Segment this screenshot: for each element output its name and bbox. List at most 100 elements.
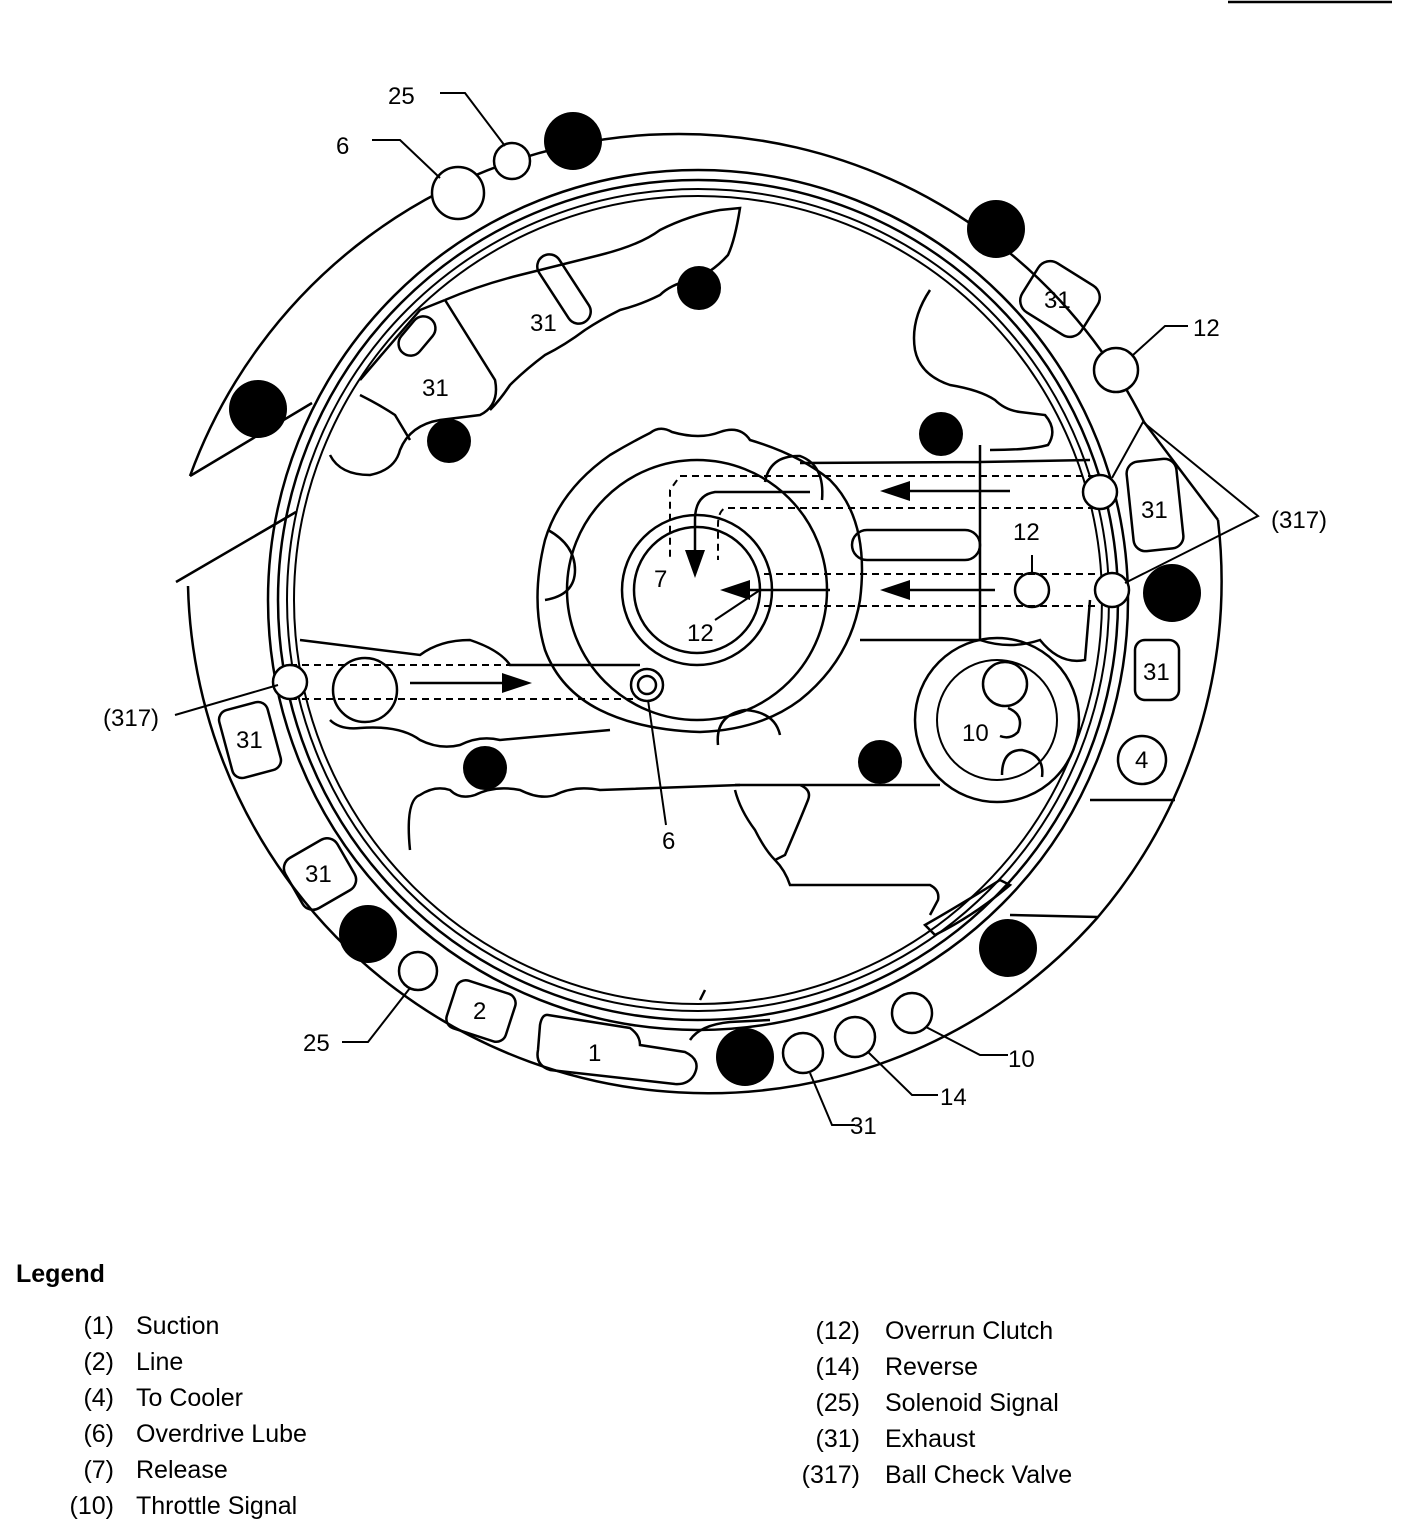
label-31-lower-left-slot: 31 [305, 861, 332, 888]
leader-10-bottom [925, 1026, 1008, 1056]
bolt-hole-small [463, 746, 507, 790]
slot-center-right [850, 528, 982, 562]
slot-31-right [1125, 457, 1185, 553]
label-14-bottom: 14 [940, 1084, 967, 1111]
boss-notch-bottom [716, 708, 782, 746]
legend-description: To Cooler [136, 1384, 243, 1412]
bolt-hole-small [677, 266, 721, 310]
bolt-hole [544, 112, 602, 170]
label-25-bottom: 25 [303, 1030, 330, 1057]
label-25-top: 25 [388, 83, 415, 110]
bolt-hole-small [919, 412, 963, 456]
label-31-top-right-slot: 31 [1044, 287, 1071, 314]
label-317-left: (317) [103, 705, 159, 732]
legend-number: (12) [815, 1317, 860, 1345]
legend-item: (12) Overrun Clutch [790, 1313, 1072, 1349]
pump-body-diagram: 25 6 31 31 31 12 (317) 31 12 7 12 31 (31… [103, 0, 1392, 1140]
label-317-right: (317) [1271, 507, 1327, 534]
legend-description: Exhaust [885, 1425, 976, 1453]
label-1-slot: 1 [588, 1040, 601, 1067]
legend-description: Reverse [885, 1353, 979, 1381]
channel-31-upper-left [359, 298, 446, 441]
label-31-right-slot: 31 [1141, 497, 1168, 524]
port-4-right [1116, 734, 1168, 786]
body-flat-left-upper [189, 401, 313, 478]
legend-item: (317) Ball Check Valve [790, 1457, 1073, 1493]
throttle-chamber-inner [936, 659, 1058, 781]
label-31-upper-left: 31 [422, 375, 449, 402]
bottom-gap [688, 989, 771, 1041]
flow-arrow-curve [693, 490, 810, 555]
legend-number: (31) [815, 1425, 860, 1453]
valve-317-right-lower [1093, 571, 1131, 609]
port-14-bottom [833, 1015, 877, 1059]
label-6-bottom: 6 [662, 828, 675, 855]
throttle-chamber-outer [913, 636, 1081, 804]
legend-item: (25)Solenoid Signal [790, 1385, 1072, 1421]
label-7-center: 7 [654, 566, 667, 593]
channel-lower-right [733, 783, 940, 916]
slot-31-right-lower [1133, 638, 1181, 702]
legend-number: (14) [815, 1353, 860, 1381]
port-10-bottom [890, 991, 934, 1035]
legend-item: (14) Reverse [790, 1349, 1072, 1385]
legend-description: Solenoid Signal [885, 1389, 1059, 1417]
flow-arrow-head [880, 481, 910, 501]
flow-path-left [290, 664, 640, 700]
bolt-hole-small [858, 740, 902, 784]
legend-item: (7)Release [60, 1452, 307, 1488]
label-6-top: 6 [336, 133, 349, 160]
port-6-center-inner [636, 674, 658, 696]
port-12-right [1092, 346, 1140, 394]
leader-317-right [1111, 420, 1260, 584]
label-2-slot: 2 [473, 998, 486, 1025]
channel-right-body [799, 445, 1092, 663]
legend-item: (6)Overdrive Lube [60, 1416, 307, 1452]
label-31-upper: 31 [530, 310, 557, 337]
slot-31-left [217, 700, 283, 780]
slot-31-top-right [1018, 259, 1102, 339]
throttle-port-small [999, 706, 1022, 739]
legend-number: (317) [801, 1461, 860, 1489]
leader-25-bottom [342, 987, 411, 1043]
port-25-bottom [397, 950, 439, 992]
legend-item: (2)Line [60, 1344, 307, 1380]
port-12-center-right [1013, 571, 1051, 609]
flow-path-upper [669, 475, 1095, 560]
legend-description: Overrun Clutch [885, 1317, 1054, 1345]
legend-item: (4)To Cooler [60, 1380, 307, 1416]
channel-lower-right-slot [922, 878, 1013, 937]
flow-arrow-head [880, 580, 910, 600]
boss-notch-top [763, 454, 824, 501]
legend-description: Ball Check Valve [885, 1461, 1073, 1489]
leader-12-right [1132, 325, 1188, 356]
boss-notch-left [544, 528, 577, 602]
flow-arrow-head [502, 673, 532, 693]
legend-item: (10)Throttle Signal [60, 1488, 307, 1524]
leader-6-top [372, 139, 441, 179]
inner-ring-1 [266, 168, 1130, 1032]
port-6-top [430, 165, 486, 221]
leader-31-bottom [809, 1072, 855, 1126]
bolt-hole [979, 919, 1037, 977]
label-12-center-right: 12 [1013, 519, 1040, 546]
port-25-top [492, 141, 532, 181]
legend-number: (2) [83, 1348, 114, 1376]
label-31-left-slot: 31 [236, 727, 263, 754]
flow-arrow-head [685, 550, 705, 578]
leader-25-top [440, 92, 506, 147]
body-flat-right-upper [1143, 421, 1219, 521]
channel-upper-right [912, 289, 1054, 452]
body-flat-right-bottom [1009, 913, 1099, 919]
label-31-right-lower-slot: 31 [1143, 659, 1170, 686]
label-4-right: 4 [1135, 747, 1148, 774]
legend-number: (7) [83, 1456, 114, 1484]
slot-31-lower-left [282, 837, 358, 911]
leader-6-bottom [647, 699, 667, 826]
leader-14-bottom [867, 1051, 938, 1096]
center-boss [536, 427, 864, 734]
legend-description: Throttle Signal [136, 1492, 298, 1520]
slot-upper [536, 253, 592, 325]
slot-upper-left [397, 315, 437, 357]
legend-description: Suction [136, 1312, 220, 1340]
